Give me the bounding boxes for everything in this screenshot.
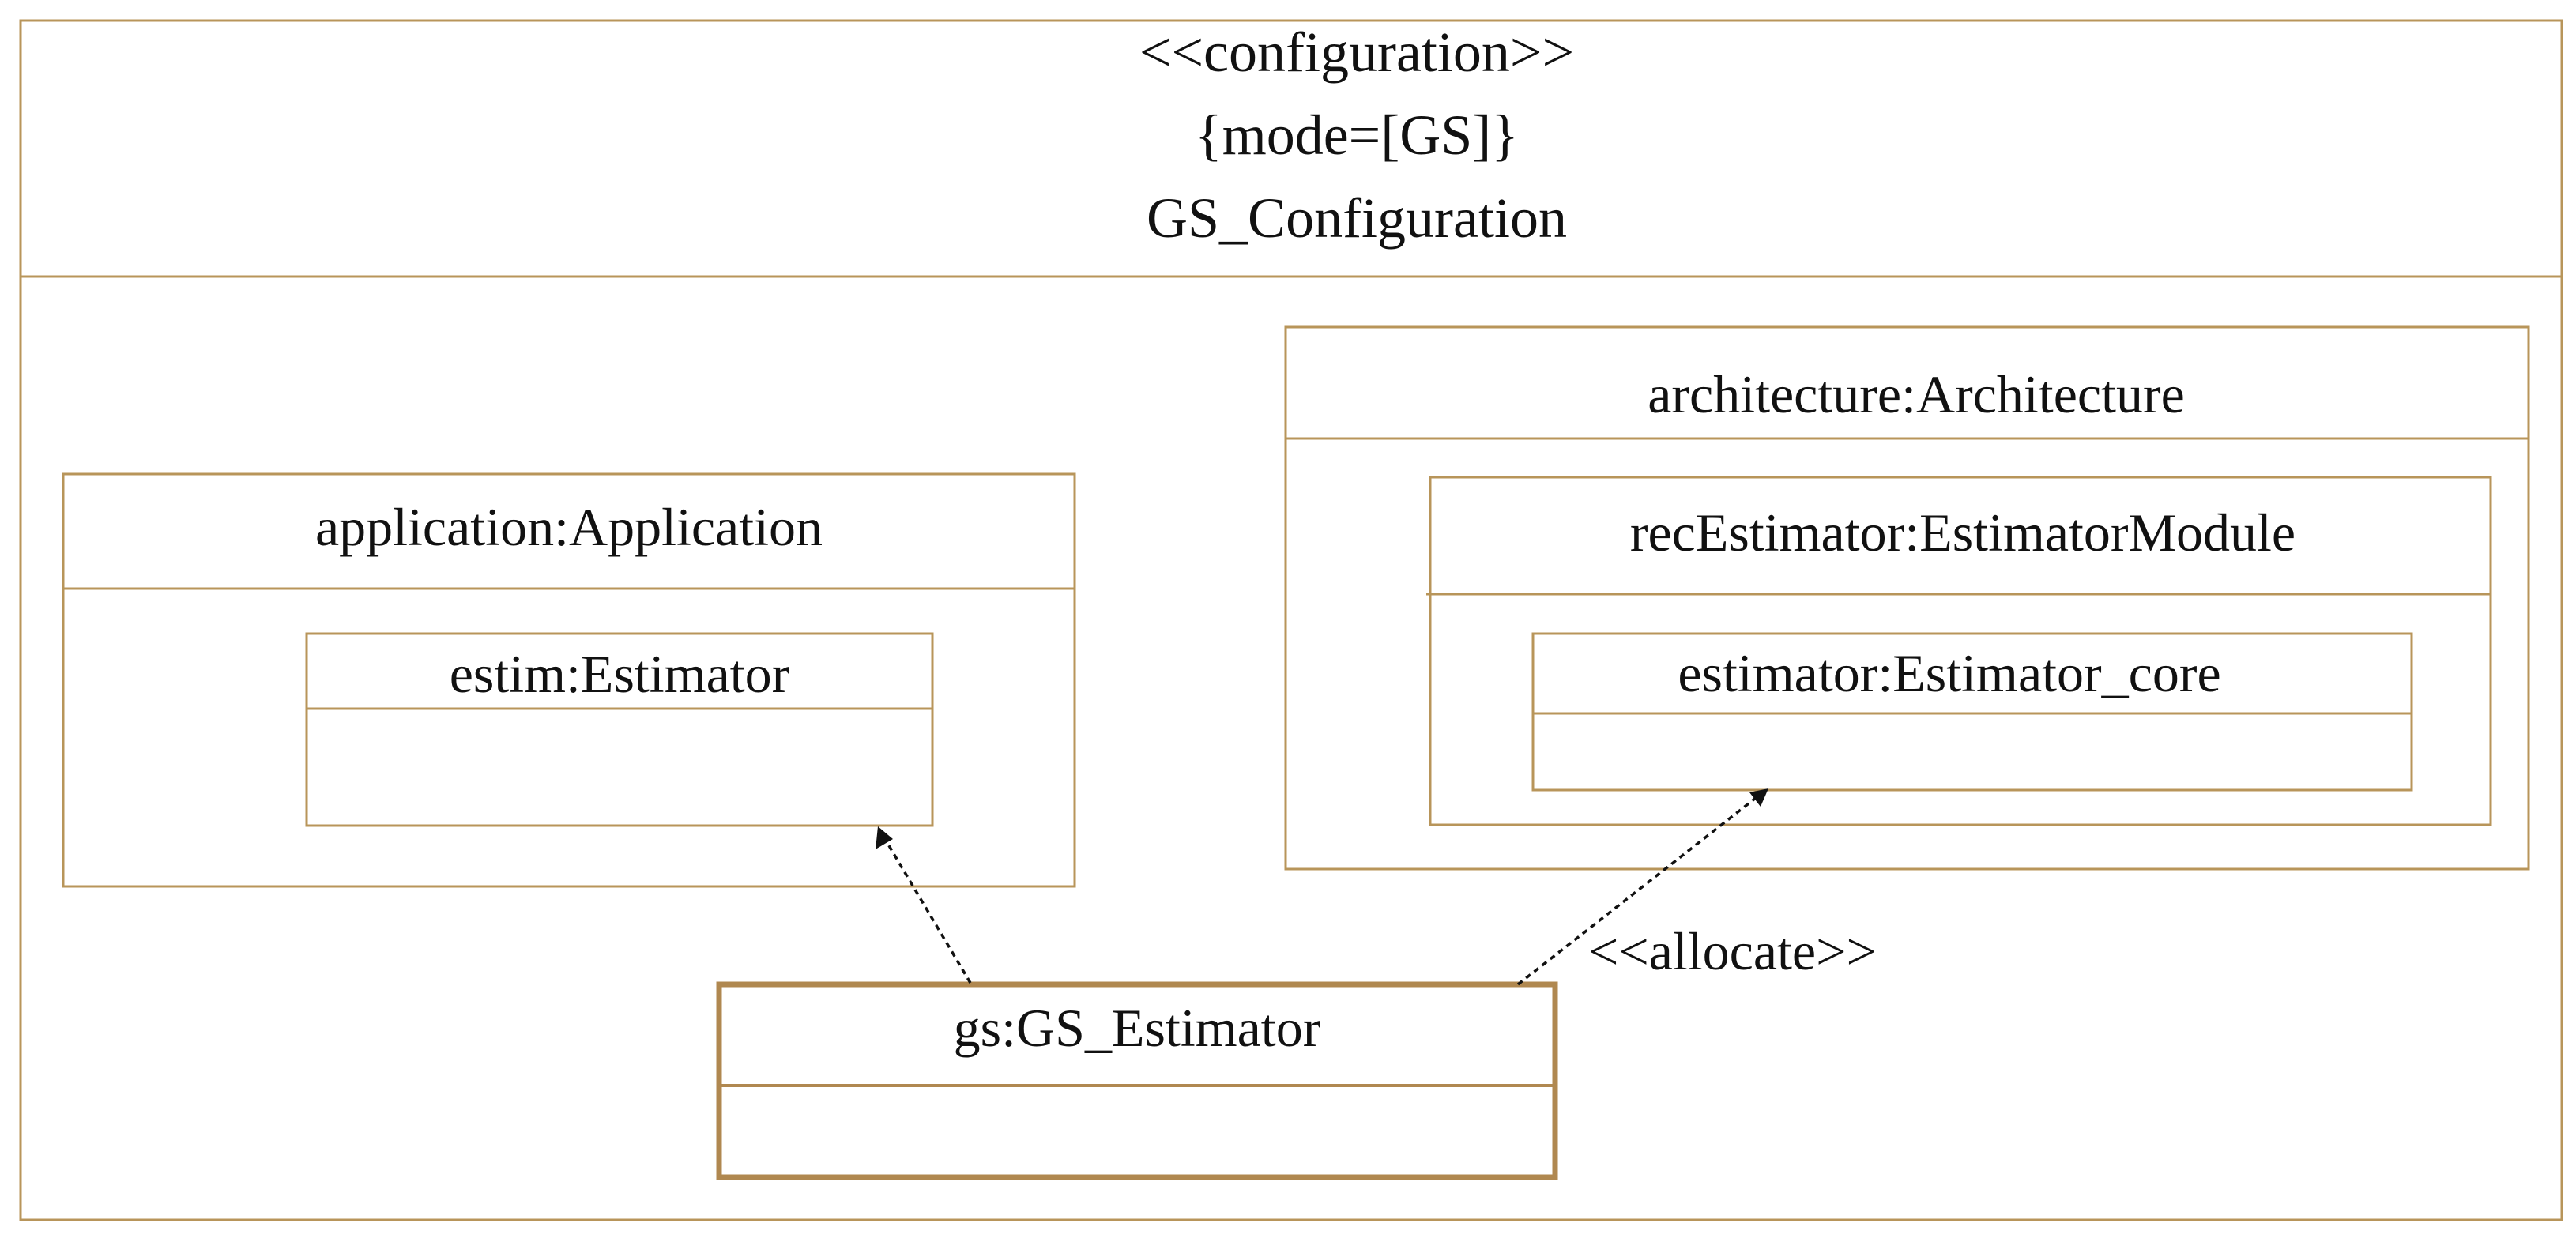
application-name: application:Application	[315, 497, 823, 557]
estim-estimator-part[interactable]: estim:Estimator	[305, 632, 934, 827]
arrowhead-icon	[876, 826, 893, 849]
estimator-core-name: estimator:Estimator_core	[1678, 643, 2220, 703]
allocate-arrow-to-core[interactable]	[1516, 788, 1768, 986]
configuration-name: GS_Configuration	[1147, 186, 1567, 250]
allocate-stereotype: <<allocate>>	[1588, 921, 1877, 981]
architecture-name: architecture:Architecture	[1648, 364, 2185, 424]
configuration-constraint: {mode=[GS]}	[1195, 103, 1519, 167]
gs-estimator-part[interactable]: gs:GS_Estimator	[716, 981, 1558, 1180]
allocate-arrow-to-estim[interactable]	[876, 826, 972, 984]
configuration-stereotype: <<configuration>>	[1139, 21, 1574, 84]
estim-estimator-name: estim:Estimator	[450, 644, 790, 704]
gs-estimator-name: gs:GS_Estimator	[954, 998, 1321, 1058]
arrowhead-icon	[1749, 788, 1768, 807]
rec-estimator-module-name: recEstimator:EstimatorModule	[1630, 502, 2295, 563]
estimator-core-part[interactable]: estimator:Estimator_core	[1531, 632, 2413, 792]
